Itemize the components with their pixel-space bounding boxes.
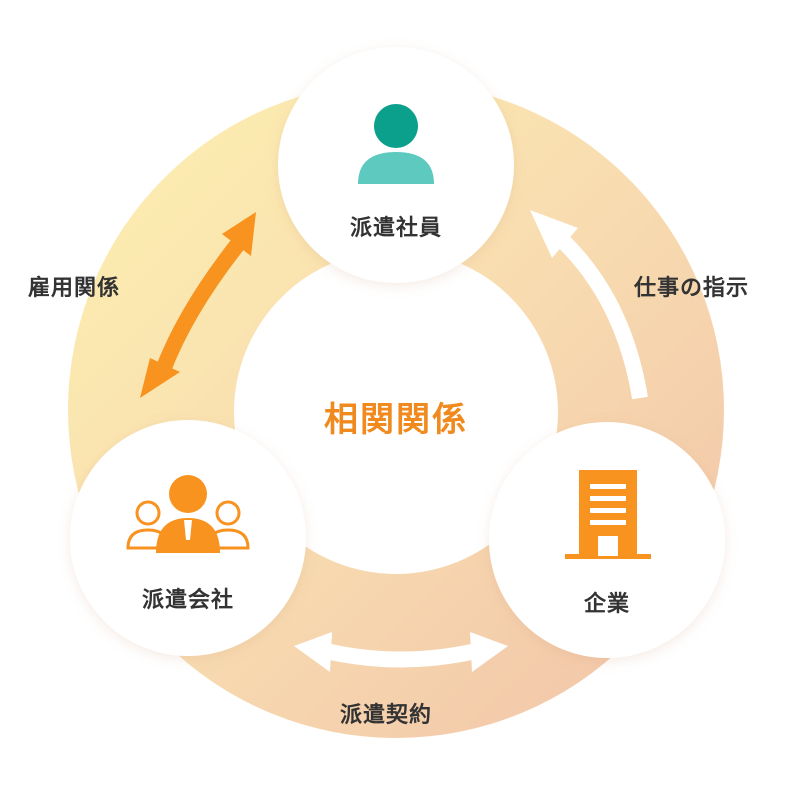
- node-label-haken-shain: 派遣社員: [349, 216, 442, 241]
- center-disk: [234, 250, 558, 574]
- node-haken-shain: [278, 47, 514, 283]
- node-haken-kaisha: [70, 420, 306, 656]
- dispatch-contract-arrow: [294, 632, 508, 672]
- center-title: 相関関係: [324, 400, 468, 440]
- node-label-haken-kaisha: 派遣会社: [141, 588, 234, 613]
- employment-arrow: [140, 212, 256, 398]
- group-people-icon: [126, 475, 250, 553]
- node-kigyou: [489, 422, 725, 658]
- relation-label-work-instruction: 仕事の指示: [634, 276, 750, 301]
- building-icon: [565, 470, 651, 559]
- node-label-kigyou: 企業: [583, 592, 630, 617]
- person-icon: [358, 104, 434, 184]
- relation-label-dispatch-contract: 派遣契約: [340, 703, 433, 728]
- relation-label-employment: 雇用関係: [28, 276, 121, 301]
- work-instruction-arrow: [530, 210, 648, 400]
